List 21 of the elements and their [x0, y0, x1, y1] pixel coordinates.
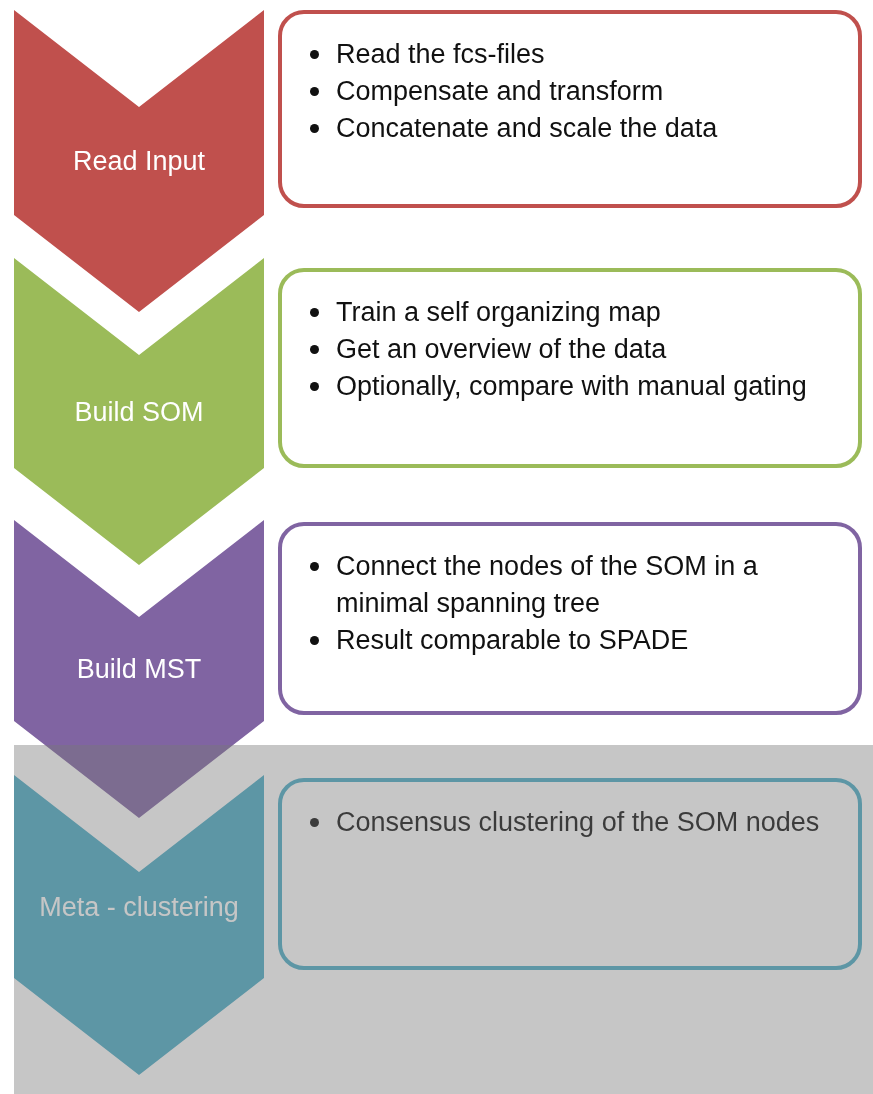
chevron-shape	[14, 775, 264, 1075]
description-box	[278, 778, 862, 970]
bullet-text: Read the fcs-files	[304, 36, 848, 73]
chevron-shape	[14, 520, 264, 818]
step-label: Build MST	[75, 653, 203, 686]
bullet-text: Consensus clustering of the SOM nodes	[304, 804, 848, 841]
step-label: Read Input	[71, 145, 207, 178]
bullet-text: Connect the nodes of the SOM in a minimal spanning tree	[304, 548, 848, 622]
bullet-text: Result comparable to SPADE	[304, 622, 848, 659]
description-box	[278, 10, 862, 208]
description-box	[278, 522, 862, 715]
bullet-text: Get an overview of the data	[304, 331, 848, 368]
description-box	[278, 268, 862, 468]
step-label: Meta - clustering	[38, 891, 240, 924]
bullet-text: Optionally, compare with manual gating	[304, 368, 848, 405]
bullet-text: Concatenate and scale the data	[304, 110, 848, 147]
step-label: Build SOM	[73, 395, 205, 429]
bullet-text: Train a self organizing map	[304, 294, 848, 331]
chevron-shape	[14, 258, 264, 565]
bullet-text: Compensate and transform	[304, 73, 848, 110]
chevron-shape	[14, 10, 264, 312]
